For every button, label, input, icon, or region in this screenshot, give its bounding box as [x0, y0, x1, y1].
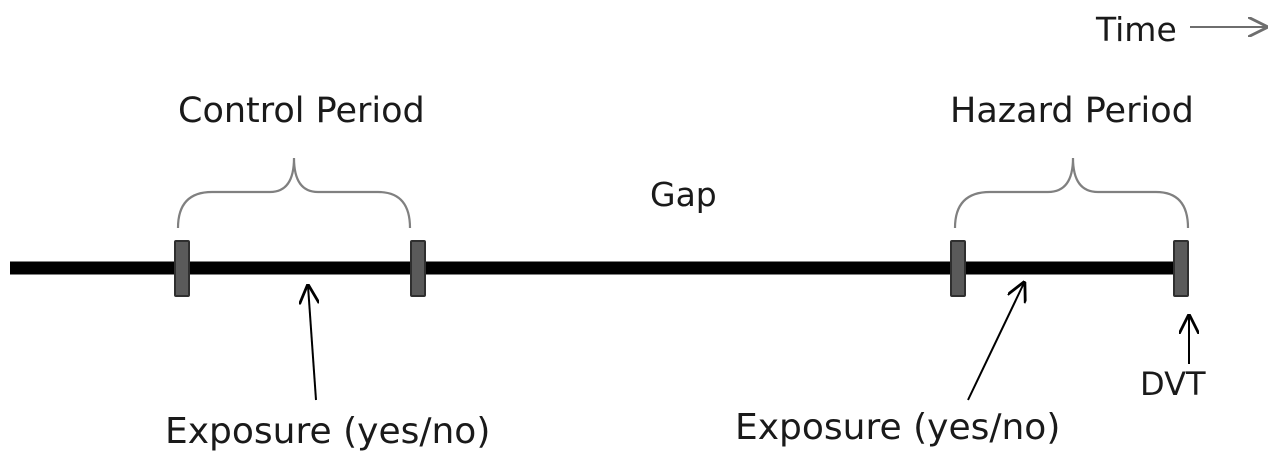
exposure-left-label: Exposure (yes/no) [165, 411, 491, 452]
control-start-marker [174, 240, 190, 297]
dvt-label: DVT [1140, 365, 1206, 403]
exposure-left-arrow [308, 286, 316, 401]
exposure-right-label: Exposure (yes/no) [735, 407, 1061, 448]
control-end-marker [410, 240, 426, 297]
hazard-period-label: Hazard Period [950, 91, 1194, 131]
time-label: Time [1096, 10, 1177, 49]
exposure-right-arrow [967, 283, 1024, 401]
gap-label: Gap [650, 175, 717, 214]
hazard-end-marker [1173, 240, 1189, 297]
hazard-start-marker [950, 240, 966, 297]
control-period-label: Control Period [178, 91, 425, 131]
hazard-period-brace [953, 157, 1190, 229]
control-period-brace [176, 157, 412, 229]
